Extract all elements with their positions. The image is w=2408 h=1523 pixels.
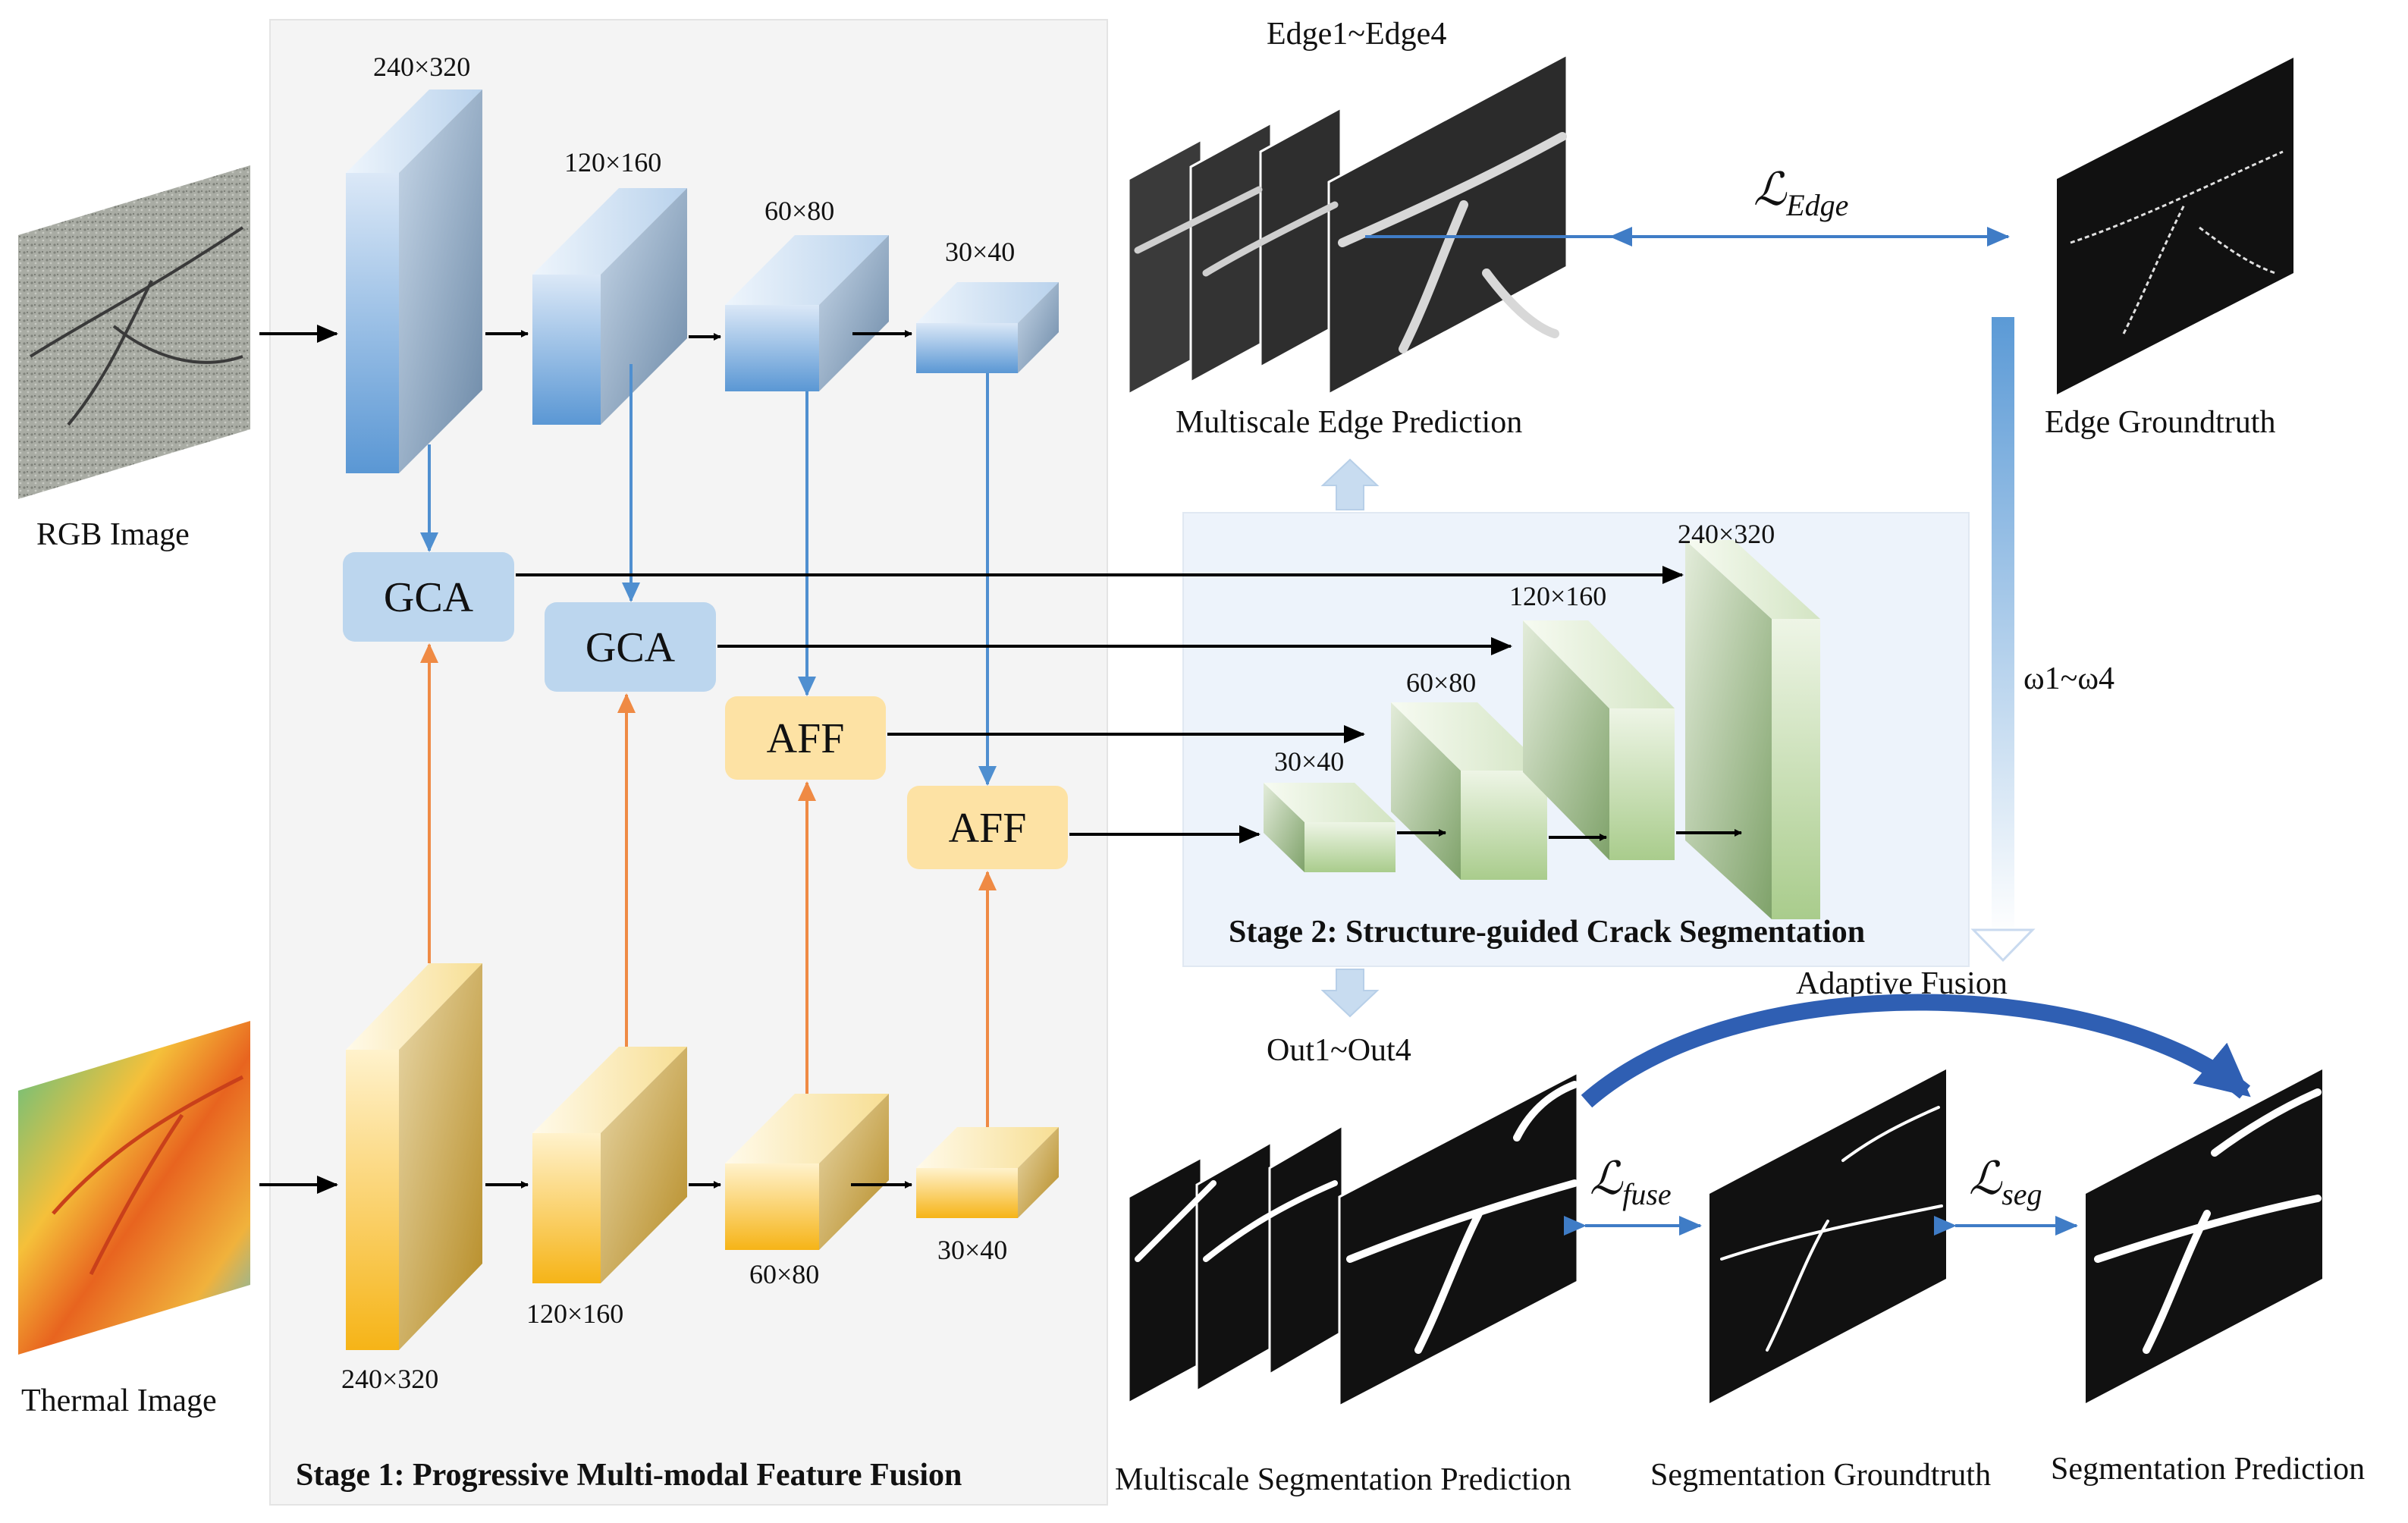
edge-stack-label: Edge1~Edge4 <box>1267 17 1446 52</box>
adaptive-fusion-bar <box>1970 317 2036 962</box>
decoder-block-4 <box>1685 540 1820 919</box>
rgb-block-4 <box>916 282 1059 373</box>
rgb-block-3 <box>725 235 889 391</box>
rgb-dim-1: 240×320 <box>373 52 470 82</box>
fuse-loss-label: ℒfuse <box>1590 1154 1672 1211</box>
seg-loss-label: ℒseg <box>1969 1154 2042 1211</box>
thermal-block-4 <box>916 1127 1059 1218</box>
rgb-block-1 <box>346 89 482 473</box>
aff-module-1: AFF <box>725 696 886 780</box>
gca-module-1: GCA <box>343 552 514 642</box>
thermal-dim-2: 120×160 <box>526 1298 623 1329</box>
down-arrow-to-seg <box>1320 969 1380 1018</box>
fusion-weights-label: ω1~ω4 <box>2023 661 2114 696</box>
rgb-dim-2: 120×160 <box>564 147 661 177</box>
gca-module-1-label: GCA <box>384 574 474 621</box>
thermal-dim-4: 30×40 <box>937 1235 1007 1265</box>
rgb-dim-3: 60×80 <box>764 196 834 226</box>
edge-groundtruth-label: Edge Groundtruth <box>2045 405 2275 440</box>
decoder-dim-3: 120×160 <box>1509 581 1606 611</box>
decoder-block-1 <box>1264 783 1396 872</box>
thermal-block-3 <box>725 1094 889 1250</box>
up-arrow-to-edge <box>1320 458 1380 510</box>
decoder-dim-1: 30×40 <box>1274 746 1344 777</box>
thermal-dim-3: 60×80 <box>749 1259 819 1289</box>
stage1-title: Stage 1: Progressive Multi-modal Feature… <box>296 1458 962 1493</box>
aff-module-1-label: AFF <box>767 715 845 762</box>
edge-groundtruth-image <box>2057 58 2293 394</box>
seg-groundtruth-label: Segmentation Groundtruth <box>1650 1458 1991 1493</box>
thermal-block-1 <box>346 963 482 1350</box>
segmentation-prediction-image <box>2086 1069 2322 1403</box>
rgb-block-2 <box>532 188 687 425</box>
segmentation-prediction-stack <box>1127 1070 1579 1408</box>
seg-multiscale-prediction-label: Multiscale Segmentation Prediction <box>1115 1462 1571 1497</box>
thermal-block-2 <box>532 1047 687 1283</box>
edge-prediction-label: Multiscale Edge Prediction <box>1176 405 1522 440</box>
stage2-title: Stage 2: Structure-guided Crack Segmenta… <box>1229 915 1865 950</box>
aff-module-2: AFF <box>907 786 1068 869</box>
segmentation-groundtruth-image <box>1709 1069 1946 1403</box>
rgb-image <box>18 165 250 499</box>
aff-module-2-label: AFF <box>949 805 1027 852</box>
fusion-curve-arrow <box>1581 994 2251 1108</box>
rgb-image-label: RGB Image <box>36 517 190 552</box>
edge-prediction-stack <box>1127 52 1568 397</box>
edge-loss-label: ℒEdge <box>1753 165 1848 222</box>
rgb-dim-4: 30×40 <box>945 237 1015 267</box>
decoder-dim-2: 60×80 <box>1406 667 1476 698</box>
seg-prediction-label: Segmentation Prediction <box>2051 1452 2365 1487</box>
decoder-dim-4: 240×320 <box>1678 519 1775 549</box>
decoder-block-3 <box>1523 620 1675 860</box>
gca-module-2-label: GCA <box>586 624 676 671</box>
seg-stack-label: Out1~Out4 <box>1267 1033 1411 1068</box>
thermal-image-label: Thermal Image <box>21 1383 217 1418</box>
thermal-image <box>18 1021 250 1355</box>
gca-module-2: GCA <box>545 602 716 692</box>
thermal-dim-1: 240×320 <box>341 1364 438 1394</box>
